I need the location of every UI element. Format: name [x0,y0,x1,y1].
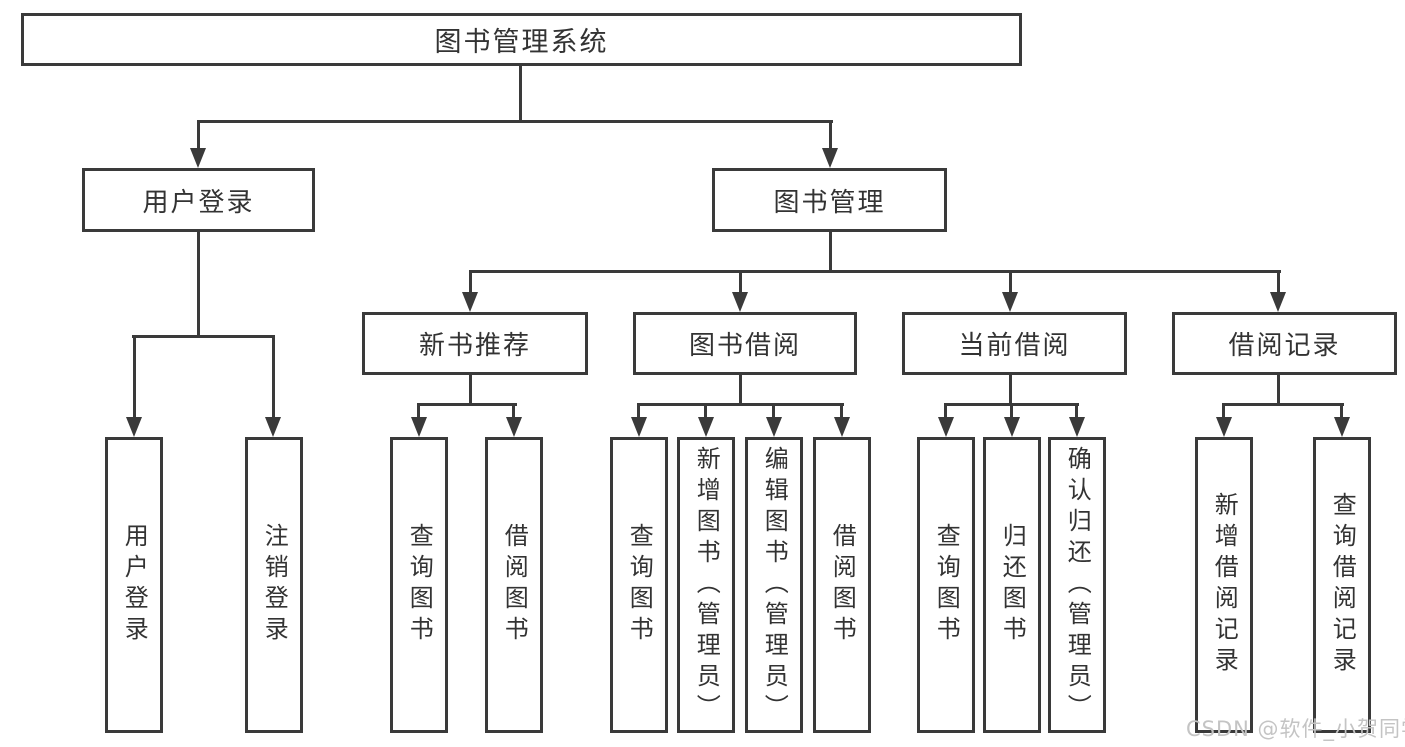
arrowhead-down-icon [190,148,206,168]
connector-user-login-stub [197,120,200,150]
node-book-management-label: 图书管理 [773,187,886,218]
leaf-query-borrow-record: 查询借阅记录 [1313,437,1371,733]
leaf-query-books-current-label: 查询图书 [932,523,961,647]
watermark-text: CSDN @软件_小贺同学 [1186,717,1405,741]
connector-root-stem [519,64,522,120]
connector-book-mgmt-stub [829,120,832,150]
node-current-borrowing-label: 当前借阅 [958,331,1071,361]
connector-group1-hline [132,335,275,338]
arrowhead-down-icon [1069,417,1085,437]
leaf-query-books-recommend: 查询图书 [390,437,448,733]
node-book-management: 图书管理 [712,168,947,232]
connector-records-stem [1277,375,1280,406]
leaf-query-books-borrowing-label: 查询图书 [625,523,654,647]
connector-user-login-stem [197,232,200,338]
leaf-borrow-books-recommend-label: 借阅图书 [500,523,529,647]
leaf-confirm-return-admin-label: 确认归还（管理员） [1063,445,1092,725]
node-current-borrowing: 当前借阅 [902,312,1127,375]
leaf-borrow-books-borrowing-label: 借阅图书 [828,523,857,647]
connector-group3-stub [840,403,843,419]
connector-recommend-stem [469,375,472,406]
arrowhead-down-icon [698,417,714,437]
arrowhead-down-icon [822,148,838,168]
arrowhead-down-icon [938,417,954,437]
leaf-user-login-label: 用户登录 [120,523,149,647]
leaf-edit-books-admin-label: 编辑图书（管理员） [760,445,789,725]
arrowhead-down-icon [834,417,850,437]
connector-group3-hline [638,403,844,406]
connector-current-stem [1009,375,1012,406]
connector-group5-stub [1222,403,1225,419]
connector-level3-stub [1277,270,1280,294]
leaf-add-borrow-record-label: 新增借阅记录 [1210,492,1239,678]
node-root-label: 图书管理系统 [434,27,609,58]
arrowhead-down-icon [506,417,522,437]
leaf-confirm-return-admin: 确认归还（管理员） [1048,437,1106,733]
leaf-query-books-borrowing: 查询图书 [610,437,668,733]
connector-borrowing-stem [739,375,742,406]
arrowhead-down-icon [1004,417,1020,437]
arrowhead-down-icon [1002,292,1018,312]
connector-group2-hline [418,403,517,406]
node-book-borrowing-label: 图书借阅 [688,331,801,361]
connector-group4-stub [1075,403,1078,419]
leaf-add-borrow-record: 新增借阅记录 [1195,437,1253,733]
leaf-query-books-current: 查询图书 [917,437,975,733]
connector-group5-stub [1340,403,1343,419]
leaf-query-borrow-record-label: 查询借阅记录 [1328,492,1357,678]
arrowhead-down-icon [1270,292,1286,312]
connector-group1-stub [133,335,136,419]
connector-group1-stub [272,335,275,419]
connector-book-mgmt-stem [829,232,832,272]
connector-level2-hline [197,120,833,123]
connector-group5-hline [1222,403,1344,406]
node-borrowing-records-label: 借阅记录 [1228,331,1341,361]
connector-group3-stub [772,403,775,419]
connector-level3-stub [469,270,472,294]
connector-group3-stub [704,403,707,419]
arrowhead-down-icon [631,417,647,437]
connector-group3-stub [637,403,640,419]
leaf-add-books-admin-label: 新增图书（管理员） [692,445,721,725]
connector-group2-stub [417,403,420,419]
arrowhead-down-icon [462,292,478,312]
arrowhead-down-icon [1334,417,1350,437]
arrowhead-down-icon [126,417,142,437]
node-new-book-recommendation-label: 新书推荐 [418,331,531,361]
node-borrowing-records: 借阅记录 [1172,312,1397,375]
node-book-borrowing: 图书借阅 [633,312,857,375]
connector-group4-stub [1010,403,1013,419]
arrowhead-down-icon [1216,417,1232,437]
node-root: 图书管理系统 [21,13,1022,66]
arrowhead-down-icon [732,292,748,312]
leaf-return-books-label: 归还图书 [998,523,1027,647]
leaf-add-books-admin: 新增图书（管理员） [677,437,735,733]
leaf-borrow-books-recommend: 借阅图书 [485,437,543,733]
arrowhead-down-icon [766,417,782,437]
connector-group2-stub [512,403,515,419]
leaf-user-login: 用户登录 [105,437,163,733]
leaf-return-books: 归还图书 [983,437,1041,733]
node-new-book-recommendation: 新书推荐 [362,312,588,375]
connector-group4-stub [944,403,947,419]
leaf-query-books-recommend-label: 查询图书 [405,523,434,647]
arrowhead-down-icon [411,417,427,437]
leaf-borrow-books-borrowing: 借阅图书 [813,437,871,733]
connector-level3-hline [469,270,1281,273]
leaf-logout: 注销登录 [245,437,303,733]
arrowhead-down-icon [265,417,281,437]
node-user-login: 用户登录 [82,168,315,232]
connector-level3-stub [739,270,742,294]
leaf-edit-books-admin: 编辑图书（管理员） [745,437,803,733]
leaf-logout-label: 注销登录 [260,523,289,647]
node-user-login-label: 用户登录 [142,187,255,218]
connector-level3-stub [1009,270,1012,294]
